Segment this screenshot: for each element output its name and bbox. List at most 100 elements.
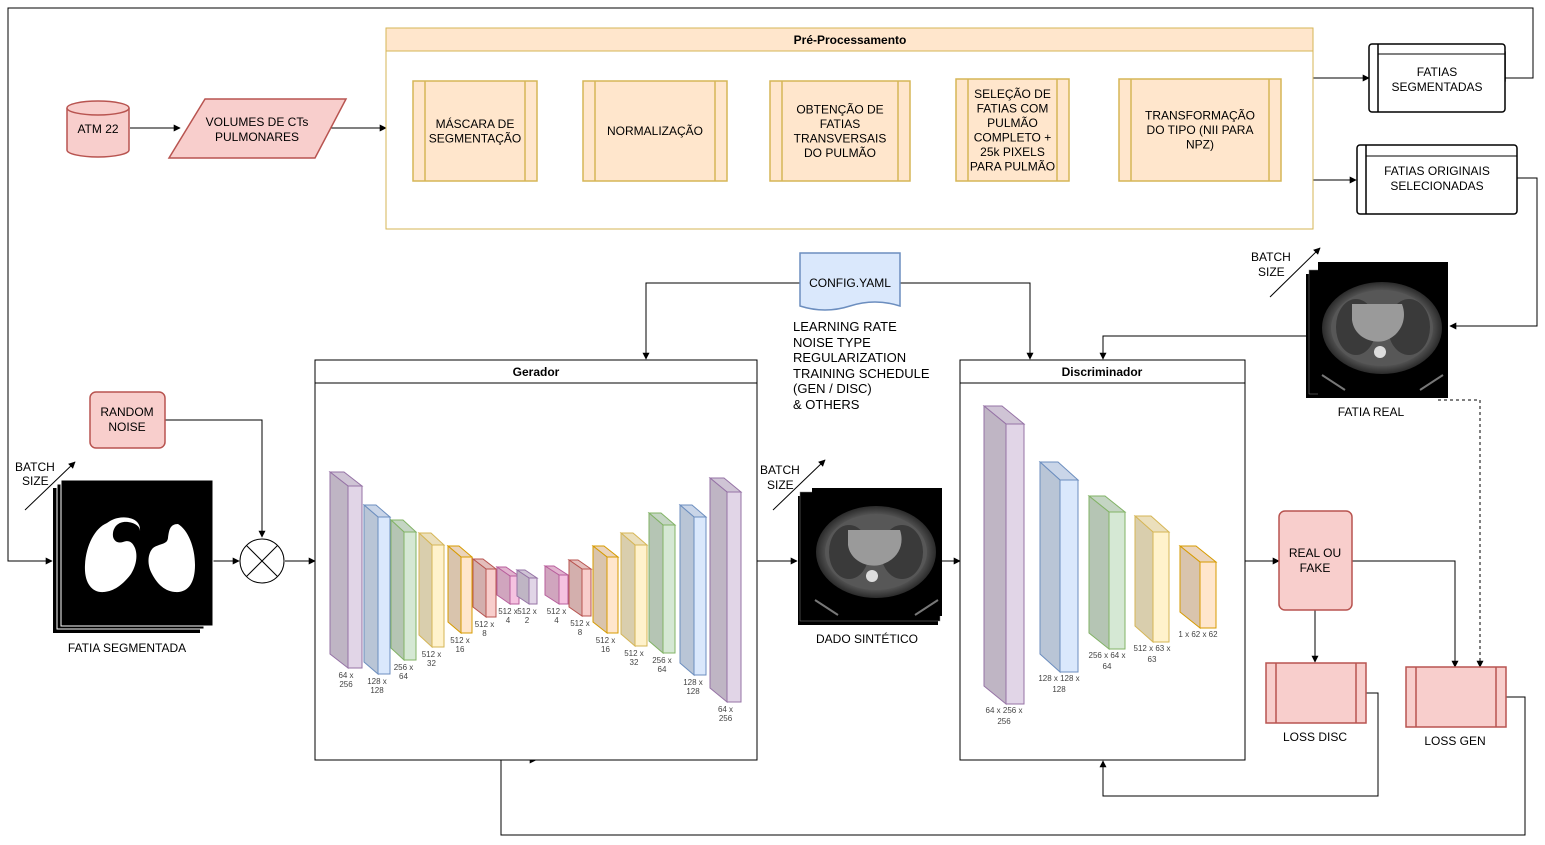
ct-volumes-parallelogram: VOLUMES DE CTs PULMONARES — [167, 98, 348, 159]
step-label: FATIAS COM — [977, 101, 1049, 115]
generator-layer-label: 512 x — [624, 649, 644, 658]
generator-layer-label: 512 x — [422, 650, 442, 659]
batch-label: BATCH — [1251, 250, 1291, 264]
step-label: NPZ) — [1186, 138, 1214, 152]
generator-layer-label: 4 — [506, 616, 511, 625]
step-label: OBTENÇÃO DE — [796, 102, 883, 116]
step-label: COMPLETO + — [974, 130, 1051, 144]
generator-layer-label: 64 — [658, 665, 667, 674]
generator-layer-label: 512 x — [498, 607, 518, 616]
original-slices-output: FATIAS ORIGINAIS SELECIONADAS — [1356, 144, 1518, 215]
step-label: SELEÇÃO DE — [974, 87, 1051, 101]
discriminator-layer — [982, 404, 1026, 706]
size-label: SIZE — [767, 478, 794, 492]
discriminator-layer-label: 64 x 256 x — [986, 706, 1023, 715]
generator-layer-label: 8 — [578, 628, 583, 637]
generator-layer-label: 256 x — [652, 656, 672, 665]
generator-layer — [567, 559, 593, 617]
generator-layer-label: 512 x — [475, 620, 495, 629]
generator-layer-label: 64 x — [338, 671, 353, 680]
connectors — [7, 7, 1538, 836]
volumes-label-line2: PULMONARES — [215, 130, 299, 144]
discriminator-layer-label: 256 — [997, 717, 1011, 726]
generator-layer-label: 16 — [456, 645, 465, 654]
generator-layer-label: 256 — [719, 714, 733, 723]
step-label: TRANSFORMAÇÃO — [1145, 109, 1255, 123]
generator-layer — [389, 518, 418, 662]
step-label: PULMÃO — [987, 116, 1038, 130]
generator-layer — [446, 544, 474, 635]
preprocessing-step: NORMALIZAÇÃO — [582, 80, 728, 182]
size-label: SIZE — [1258, 265, 1285, 279]
real-slice-caption: FATIA REAL — [1338, 405, 1405, 419]
generator-layer — [708, 476, 743, 704]
generator-layer — [515, 569, 539, 605]
originals-output-line2: SELECIONADAS — [1390, 179, 1483, 193]
real-or-fake-box: REAL OU FAKE — [1278, 510, 1353, 611]
generator-layer-label: 64 x — [718, 705, 733, 714]
random-noise-box: RANDOM NOISE — [89, 391, 166, 449]
originals-output-line1: FATIAS ORIGINAIS — [1384, 164, 1490, 178]
config-param: REGULARIZATION — [793, 350, 906, 365]
generator-layer — [647, 511, 677, 655]
generator-layer — [362, 503, 392, 676]
synthetic-ct-image — [798, 488, 942, 625]
config-param: LEARNING RATE — [793, 319, 897, 334]
generator-layer-label: 512 x — [547, 607, 567, 616]
batch-label: BATCH — [760, 463, 800, 477]
generator-layer-label: 256 x — [394, 663, 414, 672]
generator-layer — [417, 531, 446, 649]
discriminator-layer — [1133, 514, 1171, 644]
discriminator-title: Discriminador — [1062, 365, 1143, 379]
segmented-slices-output: FATIAS SEGMENTADAS — [1368, 43, 1506, 113]
generator-layer — [471, 557, 498, 619]
volumes-label-line1: VOLUMES DE CTs — [206, 115, 309, 129]
size-label: SIZE — [22, 474, 49, 488]
generator-layer-label: 512 x — [517, 607, 537, 616]
batch-size-indicator-input: BATCH SIZE — [15, 460, 76, 511]
segmented-slice-image — [53, 479, 214, 633]
discriminator-layer — [1178, 544, 1218, 630]
config-yaml-document: CONFIG.YAML — [799, 252, 901, 311]
step-label: DO TIPO (NII PARA — [1147, 123, 1254, 137]
step-label: MÁSCARA DE — [436, 116, 515, 131]
generator-layer-label: 16 — [601, 645, 610, 654]
batch-label: BATCH — [15, 460, 55, 474]
real-or-fake-line2: FAKE — [1300, 561, 1331, 575]
config-params: LEARNING RATE NOISE TYPE REGULARIZATION … — [793, 319, 930, 412]
step-label: SEGMENTAÇÃO — [429, 131, 521, 145]
real-ct-image — [1306, 262, 1448, 398]
segmented-output-line1: FATIAS — [1417, 65, 1457, 79]
preprocessing-title: Pré-Processamento — [794, 33, 907, 47]
batch-size-indicator-synthetic: BATCH SIZE — [760, 459, 826, 511]
discriminator-layer — [1087, 494, 1127, 651]
generator-layer-label: 128 — [370, 686, 384, 695]
segmented-output-line2: SEGMENTADAS — [1391, 80, 1482, 94]
synthetic-data-caption: DADO SINTÉTICO — [816, 631, 918, 646]
noise-line2: NOISE — [108, 420, 145, 434]
atm-dataset-cylinder: ATM 22 — [66, 100, 130, 158]
atm-label: ATM 22 — [77, 122, 118, 136]
config-file-label: CONFIG.YAML — [809, 276, 891, 290]
generator-layer — [619, 531, 649, 648]
config-param: & OTHERS — [793, 397, 860, 412]
config-param: NOISE TYPE — [793, 335, 871, 350]
segmented-slice-caption: FATIA SEGMENTADA — [68, 641, 186, 655]
discriminator-layer-label: 128 x 128 x — [1038, 674, 1079, 683]
generator-layer-label: 512 x — [570, 619, 590, 628]
generator-title: Gerador — [513, 365, 560, 379]
discriminator-layer-label: 1 x 62 x 62 — [1178, 630, 1218, 639]
generator-layer-label: 32 — [630, 658, 639, 667]
generator-layer-label: 256 — [339, 680, 353, 689]
generator-layer — [591, 544, 620, 635]
step-label: NORMALIZAÇÃO — [607, 124, 703, 138]
loss-disc-box — [1265, 662, 1367, 724]
real-or-fake-line1: REAL OU — [1289, 546, 1341, 560]
discriminator-layer-label: 128 — [1052, 685, 1066, 694]
step-label: FATIAS — [820, 117, 860, 131]
generator-layer-label: 8 — [482, 629, 487, 638]
discriminator-layer-label: 256 x 64 x — [1089, 651, 1126, 660]
